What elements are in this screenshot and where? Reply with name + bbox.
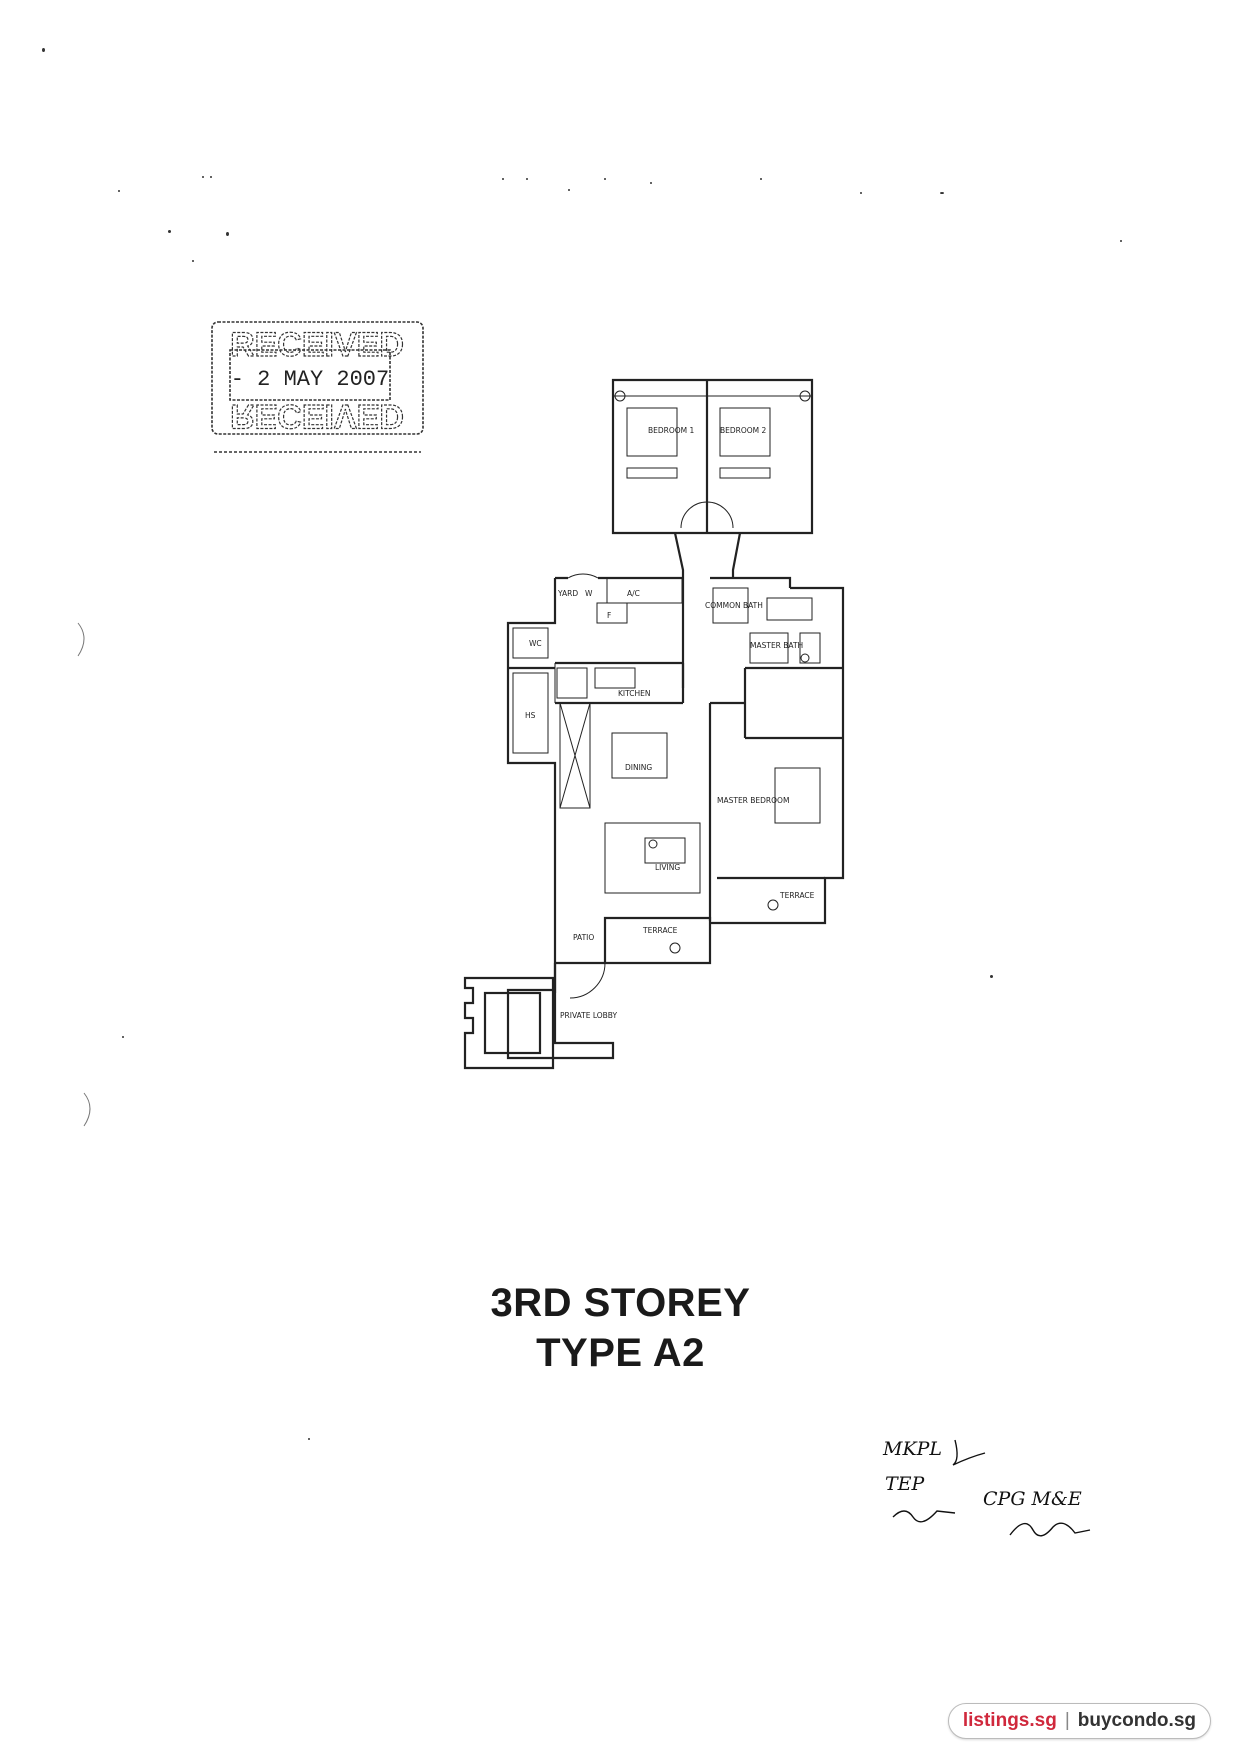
scan-speck <box>308 1438 310 1440</box>
storey-title: 3RD STOREY <box>490 1281 751 1325</box>
scan-speck <box>568 189 570 191</box>
label-wc: WC <box>529 639 542 648</box>
label-yard: YARD <box>557 589 578 598</box>
signature-mark <box>892 1510 956 1523</box>
floor-plan: BEDROOM 1 BEDROOM 2 YARD W A/C WC F KITC… <box>463 378 845 1070</box>
scan-speck <box>860 192 862 194</box>
scan-speck <box>168 230 171 233</box>
site-link-listings[interactable]: listings.sg <box>962 1710 1057 1731</box>
label-master-bedroom: MASTER BEDROOM <box>717 796 789 805</box>
label-f: F <box>607 611 611 620</box>
scan-speck <box>1120 240 1122 242</box>
stamp-date: - 2 MAY 2007 <box>231 367 389 392</box>
scan-speck <box>122 1036 124 1038</box>
label-master-bath: MASTER BATH <box>750 641 803 650</box>
label-w: W <box>585 589 593 598</box>
stamp-received-text-top: RECEIVED <box>230 326 404 364</box>
label-ac: A/C <box>627 589 640 598</box>
signature-cpg: CPG M&E <box>983 1488 1082 1510</box>
hole-punch-mark <box>77 622 85 657</box>
scan-speck <box>118 190 120 192</box>
label-hs: HS <box>525 711 536 720</box>
scan-speck <box>502 178 504 180</box>
label-terrace-right: TERRACE <box>779 891 815 900</box>
hole-punch-mark <box>83 1092 91 1127</box>
separator: | <box>1064 1710 1070 1731</box>
received-stamp: RECEIVED - 2 MAY 2007 RECEIVED <box>211 321 424 453</box>
unit-type-title: TYPE A2 <box>536 1331 705 1375</box>
signature-mark <box>1009 1522 1091 1537</box>
label-patio: PATIO <box>573 933 594 942</box>
signature-block: MKPL TEP CPG M&E <box>882 1438 1091 1537</box>
scan-speck <box>202 176 204 178</box>
scan-speck <box>990 975 993 978</box>
signature-tep: TEP <box>885 1473 926 1495</box>
scan-speck <box>940 192 944 194</box>
label-bedroom1: BEDROOM 1 <box>648 426 695 435</box>
scan-speck <box>210 176 212 178</box>
label-dining: DINING <box>625 763 652 772</box>
label-common-bath: COMMON BATH <box>705 601 763 610</box>
watermark-badge: listings.sg | buycondo.sg <box>947 1703 1211 1739</box>
label-private-lobby: PRIVATE LOBBY <box>560 1011 618 1020</box>
signature-mark <box>952 1439 986 1466</box>
label-terrace-left: TERRACE <box>642 926 678 935</box>
scan-speck <box>650 182 652 184</box>
scan-speck <box>42 48 45 52</box>
site-link-buycondo[interactable]: buycondo.sg <box>1077 1710 1196 1731</box>
scan-speck <box>604 178 606 180</box>
title-block: 3RD STOREY TYPE A2 <box>0 1278 1241 1378</box>
scan-speck <box>226 232 229 236</box>
stamp-received-text-bottom: RECEIVED <box>230 397 404 435</box>
signature-mkpl: MKPL <box>882 1438 942 1460</box>
scan-speck <box>526 178 528 180</box>
scan-speck <box>760 178 762 180</box>
label-living: LIVING <box>655 863 680 872</box>
label-bedroom2: BEDROOM 2 <box>720 426 767 435</box>
scan-speck <box>192 260 194 262</box>
label-kitchen: KITCHEN <box>618 689 651 698</box>
